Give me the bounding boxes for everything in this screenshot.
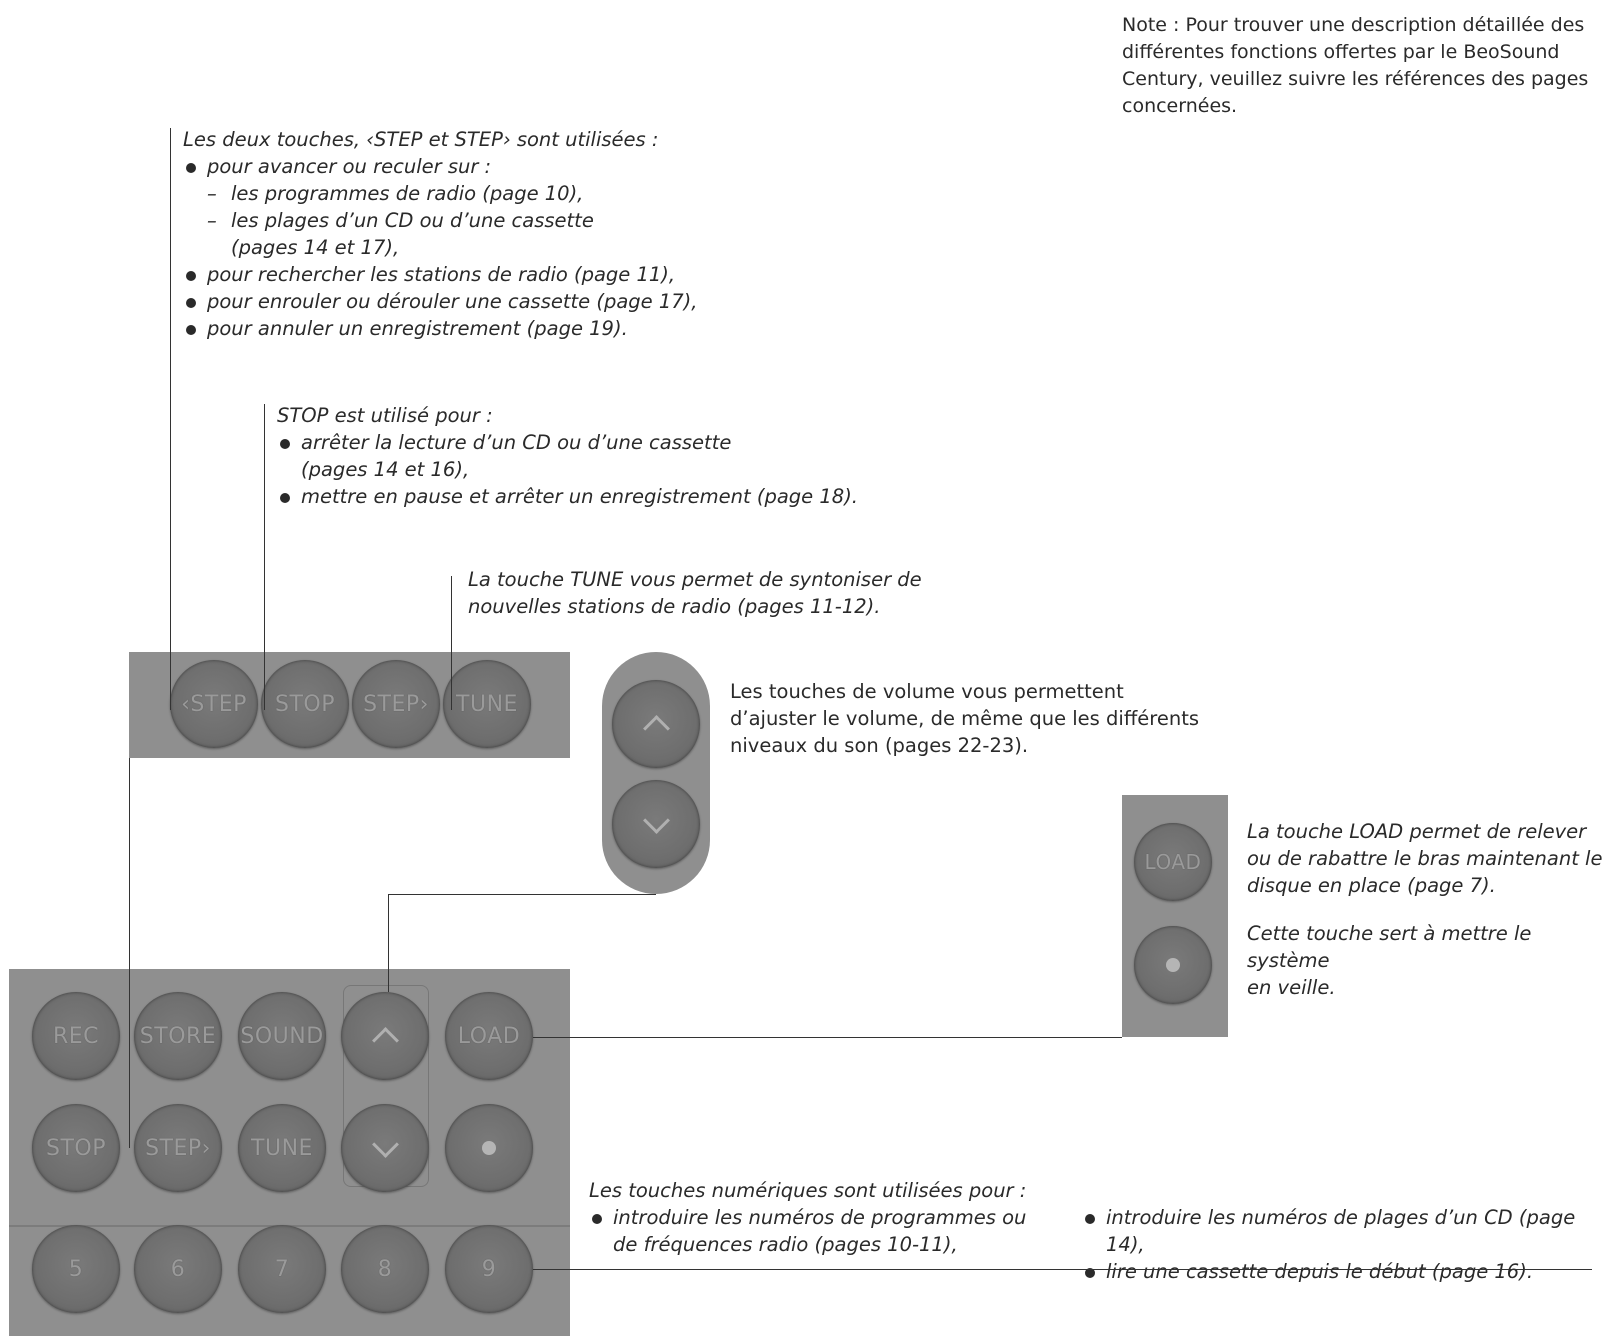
volume-down-button[interactable] [612,780,700,868]
load-leader-line [533,1037,1122,1038]
step-bullet-3: pour enrouler ou dérouler une cassette (… [183,288,883,315]
volume-description: Les touches de volume vous permettent d’… [730,678,1330,759]
standby-side-button[interactable] [1134,926,1212,1004]
step-dash-2: les plages d’un CD ou d’une cassette [183,207,883,234]
digit-6-button[interactable]: 6 [134,1225,222,1313]
main-volume-down-button[interactable] [341,1104,429,1192]
step-description: Les deux touches, ‹STEP et STEP› sont ut… [183,126,883,342]
load-line-2: ou de rabattre le bras maintenant le [1247,847,1603,870]
main-load-button[interactable]: LOAD [445,992,533,1080]
numeric-leader-line [533,1269,1592,1270]
volume-line-1: Les touches de volume vous permettent [730,680,1124,703]
store-button[interactable]: STORE [134,992,222,1080]
chevron-down-icon [371,1130,399,1158]
main-tune-button[interactable]: TUNE [238,1104,326,1192]
step-intro: Les deux touches, ‹STEP et STEP› sont ut… [183,128,659,151]
digit-7-button[interactable]: 7 [238,1225,326,1313]
main-standby-button[interactable] [445,1104,533,1192]
load-line-4: Cette touche sert à mettre le système [1247,922,1532,972]
volume-up-button[interactable] [612,680,700,768]
numeric-bullet-2: introduire les numéros de plages d’un CD… [1082,1204,1612,1258]
step-dash-1: les programmes de radio (page 10), [183,180,883,207]
chevron-down-icon [642,806,670,834]
digit-8-button[interactable]: 8 [341,1225,429,1313]
sound-button[interactable]: SOUND [238,992,326,1080]
stop-bullet-1-cont: (pages 14 et 16), [301,458,470,481]
numeric-description: Les touches numériques sont utilisées po… [589,1177,1059,1258]
volume-leader-v [388,894,389,992]
numeric-bullet-3: lire une cassette depuis le début (page … [1082,1258,1612,1285]
dot-icon [482,1141,496,1155]
load-description: La touche LOAD permet de relever ou de r… [1247,818,1612,1001]
chevron-up-icon [371,1026,399,1054]
step-dash-2-cont: (pages 14 et 17), [231,236,400,259]
step-back-button[interactable]: ‹STEP [170,660,258,748]
rec-button[interactable]: REC [32,992,120,1080]
stop-intro: STOP est utilisé pour : [277,404,493,427]
stop-leader-line [264,404,265,710]
digit-5-button[interactable]: 5 [32,1225,120,1313]
load-line-1: La touche LOAD permet de relever [1247,820,1587,843]
numeric-description-right: introduire les numéros de plages d’un CD… [1082,1204,1612,1285]
volume-line-2: d’ajuster le volume, de même que les dif… [730,707,1200,730]
tune-description: La touche TUNE vous permet de syntoniser… [468,566,1068,620]
volume-leader-h [388,894,656,895]
load-side-button[interactable]: LOAD [1134,823,1212,901]
step-bullet-1: pour avancer ou reculer sur : [183,153,883,180]
stop-bullet-1: arrêter la lecture d’un CD ou d’une cass… [277,429,977,456]
stop-button[interactable]: STOP [261,660,349,748]
load-line-3: disque en place (page 7). [1247,874,1496,897]
chevron-up-icon [642,714,670,742]
load-line-5: en veille. [1247,976,1336,999]
step-forward-button[interactable]: STEP› [352,660,440,748]
step-main-leader-line [129,758,130,1148]
numeric-bullet-1: introduire les numéros de programmes ou [589,1204,1059,1231]
tune-leader-line [451,576,452,710]
note-text: Note : Pour trouver une description déta… [1122,14,1589,117]
volume-line-3: niveaux du son (pages 22-23). [730,734,1029,757]
tune-button[interactable]: TUNE [443,660,531,748]
step-bullet-4: pour annuler un enregistrement (page 19)… [183,315,883,342]
main-volume-up-button[interactable] [341,992,429,1080]
step-leader-line [170,128,171,710]
stop-description: STOP est utilisé pour : arrêter la lectu… [277,402,977,510]
dot-icon [1166,958,1180,972]
step-bullet-2: pour rechercher les stations de radio (p… [183,261,883,288]
tune-line-1: La touche TUNE vous permet de syntoniser… [468,568,922,591]
numeric-bullet-1-cont: de fréquences radio (pages 10-11), [613,1233,958,1256]
stop-bullet-2: mettre en pause et arrêter un enregistre… [277,483,977,510]
tune-line-2: nouvelles stations de radio (pages 11-12… [468,595,881,618]
numeric-intro: Les touches numériques sont utilisées po… [589,1179,1027,1202]
main-stop-button[interactable]: STOP [32,1104,120,1192]
digit-9-button[interactable]: 9 [445,1225,533,1313]
main-step-forward-button[interactable]: STEP› [134,1104,222,1192]
